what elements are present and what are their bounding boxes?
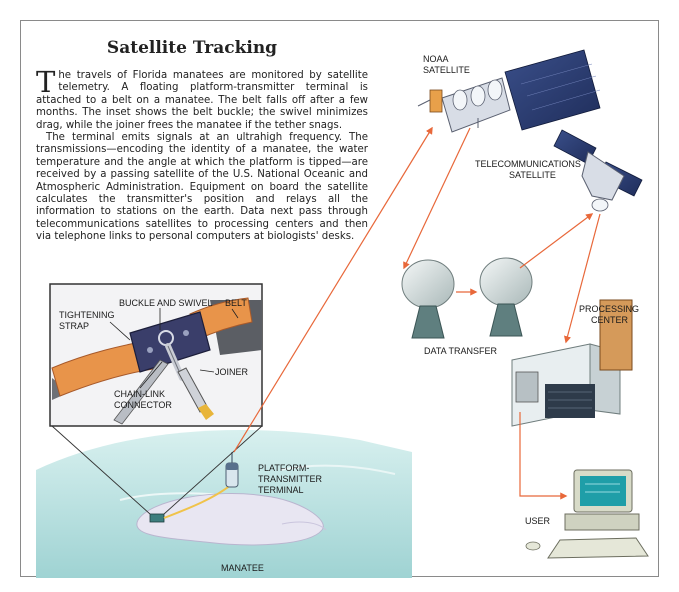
- article-paragraph-2: The terminal emits signals at an ultrahi…: [36, 132, 368, 243]
- processing-label-line2: CENTER: [591, 315, 629, 325]
- downlink-arrow: [403, 127, 471, 270]
- paragraph-1-text: he travels of Florida manatees are monit…: [36, 70, 368, 131]
- data-transfer-label: DATA TRANSFER: [424, 346, 498, 356]
- belt-label: BELT: [225, 298, 247, 308]
- chain-label-line2: CONNECTOR: [114, 400, 172, 410]
- uplink-arrow: [233, 126, 433, 453]
- noaa-label-line1: NOAA: [423, 54, 449, 64]
- telecom-downlink-arrow: [563, 213, 601, 344]
- data-flow-arrows: [233, 126, 601, 500]
- telecom-uplink-arrow: [519, 213, 594, 269]
- zoom-line-right: [163, 425, 263, 515]
- ground-dish-left: [401, 259, 455, 339]
- ptt-label-line1: PLATFORM-: [258, 463, 309, 473]
- ptt-label-line3: TERMINAL: [258, 485, 304, 495]
- platform-transmitter-terminal: [163, 452, 239, 519]
- processing-center: [511, 299, 633, 427]
- joiner-label: JOINER: [215, 367, 249, 377]
- user-computer: [525, 469, 649, 559]
- telecom-satellite: [553, 129, 643, 212]
- strap-label-line2: STRAP: [59, 321, 89, 331]
- processing-label-line1: PROCESSING: [579, 304, 639, 314]
- article-title: Satellite Tracking: [106, 38, 278, 58]
- drop-cap: T: [36, 65, 56, 99]
- telecom-label-line1: TELECOMMUNICATIONS: [475, 159, 581, 169]
- diagram-labels: NOAA SATELLITE TELECOMMUNICATIONS SATELL…: [59, 54, 639, 573]
- chain-label-line1: CHAIN-LINK: [114, 389, 165, 399]
- telecom-label-line2: SATELLITE: [509, 170, 556, 180]
- noaa-label-line2: SATELLITE: [423, 65, 470, 75]
- manatee: [136, 493, 327, 546]
- strap-label-line1: TIGHTENING: [59, 310, 115, 320]
- ptt-label-line2: TRANSMITTER: [258, 474, 322, 484]
- zoom-line-left: [51, 425, 151, 515]
- noaa-satellite: [417, 49, 601, 133]
- user-link-arrow: [519, 412, 568, 500]
- buckle-inset: [49, 283, 263, 427]
- buckle-label: BUCKLE AND SWIVEL: [119, 298, 213, 308]
- ground-dish-right: [479, 257, 533, 337]
- user-label: USER: [525, 516, 551, 526]
- manatee-label: MANATEE: [221, 563, 264, 573]
